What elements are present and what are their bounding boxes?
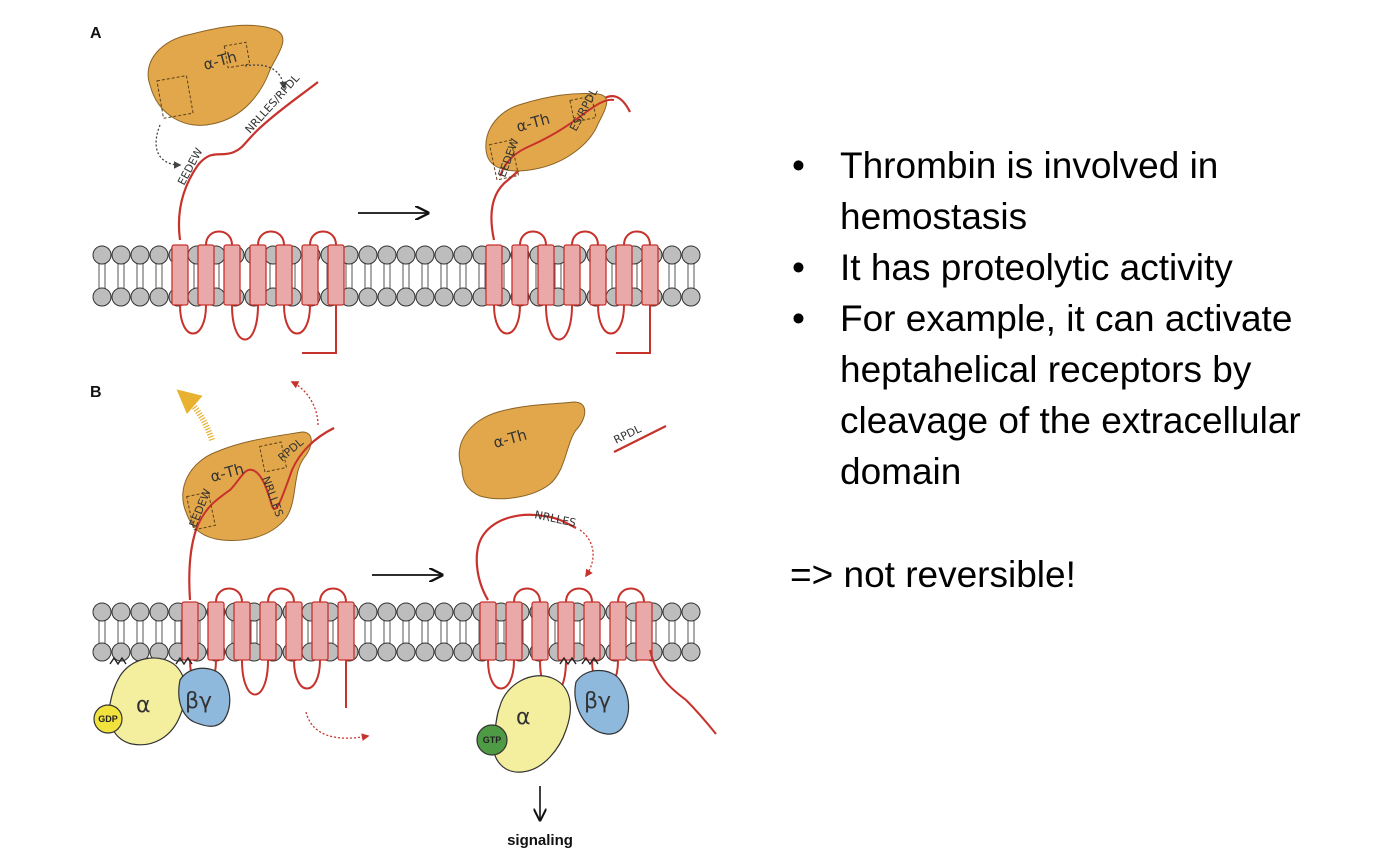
g-beta-gamma-right: βγ xyxy=(574,669,630,735)
thrombin-a-right: α-Th EEDEW ES/RPDL xyxy=(485,85,615,181)
active-site-arrow xyxy=(244,64,288,90)
svg-text:βγ: βγ xyxy=(584,689,611,714)
svg-text:GDP: GDP xyxy=(98,714,118,724)
n-terminus-a-left xyxy=(177,81,319,241)
bullet-item: Thrombin is involved in hemostasis xyxy=(790,140,1350,242)
bullet-item: It has proteolytic activity xyxy=(790,242,1350,293)
panel-label-b: B xyxy=(90,384,102,401)
seq-rpdl-cleaved: RPDL xyxy=(612,422,644,447)
svg-text:GTP: GTP xyxy=(483,735,502,745)
lipid-anchor-bg-left xyxy=(175,656,193,666)
exo-site-arrow xyxy=(155,124,182,169)
text-panel: Thrombin is involved in hemostasis It ha… xyxy=(790,140,1350,600)
g-alpha-inactive: α xyxy=(108,657,187,746)
signaling-label: signaling xyxy=(507,832,573,849)
conclusion-text: => not reversible! xyxy=(790,554,1076,595)
receptor-b-right xyxy=(479,587,653,696)
thrombin-receptor-diagram: A B α-Th EEDEW NRLLES/RPDL α-Th EEDEW ES… xyxy=(90,24,717,849)
gtp-bound: GTP xyxy=(476,724,508,756)
panel-label-a: A xyxy=(90,25,102,42)
c-tail-release-arrow xyxy=(305,711,370,741)
bullet-list: Thrombin is involved in hemostasis It ha… xyxy=(790,140,1350,497)
released-thrombin-arrow xyxy=(176,389,215,441)
svg-text:βγ: βγ xyxy=(185,689,212,714)
lipid-anchor-alpha-right xyxy=(559,656,577,666)
c-tail-b-right xyxy=(649,649,717,735)
lipid-anchor-bg-right xyxy=(581,656,599,666)
receptor-a-right xyxy=(485,230,659,354)
receptor-b-left xyxy=(181,587,355,708)
thrombin-b-right: α-Th xyxy=(458,401,586,500)
bullet-item: For example, it can activate heptahelica… xyxy=(790,293,1350,497)
gdp-bound: GDP xyxy=(93,704,123,734)
tethered-ligand-binding-arrow xyxy=(579,529,594,578)
g-beta-gamma-left: βγ xyxy=(178,667,231,727)
lipid-anchor-alpha-left xyxy=(109,656,127,666)
svg-text:α: α xyxy=(516,705,531,730)
peptide-release-arrow xyxy=(290,381,319,426)
seq-eedew-a: EEDEW xyxy=(175,146,205,188)
cleaved-peptide xyxy=(613,425,667,453)
receptor-a-left xyxy=(171,230,345,354)
thrombin-b-left: α-Th EEDEW RPDL NRLLES xyxy=(182,427,335,541)
g-alpha-active: α xyxy=(492,675,571,773)
svg-text:α: α xyxy=(136,693,151,718)
seq-nrlles-b-right: NRLLES xyxy=(533,508,577,529)
tethered-ligand xyxy=(475,513,577,601)
thrombin-a-left: α-Th xyxy=(147,24,284,126)
